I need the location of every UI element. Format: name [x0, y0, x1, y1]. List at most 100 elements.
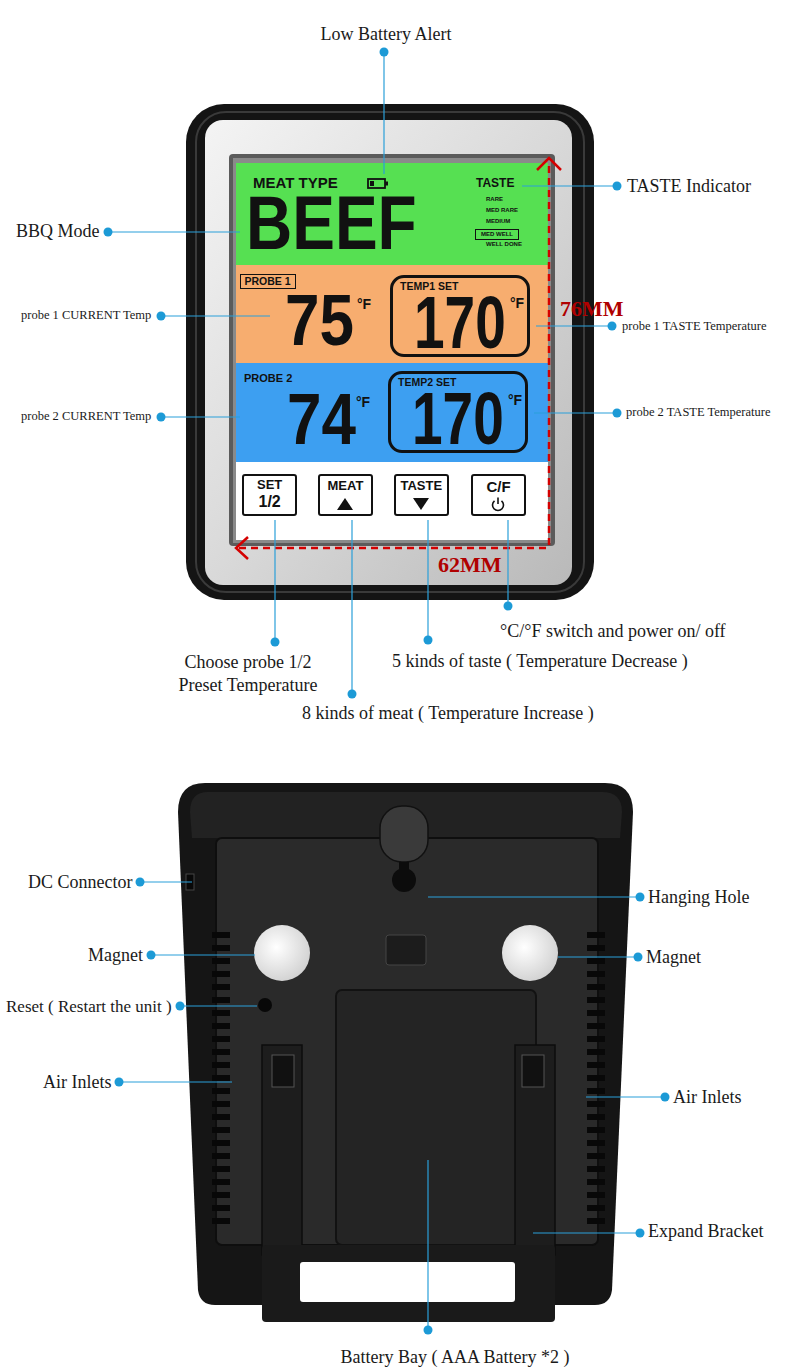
- air-vent: [587, 1010, 605, 1016]
- leader-dot: [157, 413, 166, 422]
- lcd-digits: 75: [285, 291, 354, 349]
- leader-line: [428, 896, 640, 897]
- set-temp-box: TEMP1 SET170 °F: [390, 275, 530, 357]
- leader-dot: [176, 1002, 185, 1011]
- magnet: [254, 925, 310, 981]
- bracket-opening: [300, 1262, 515, 1302]
- dimension-line: [238, 547, 546, 550]
- touch-button: SET1/2: [242, 474, 297, 516]
- taste-level: RARE: [486, 196, 503, 202]
- air-vent: [587, 958, 605, 964]
- leader-dot: [348, 690, 357, 699]
- battery-icon-level: [370, 181, 374, 186]
- callout-label: Choose probe 1/2 Preset Temperature: [168, 651, 328, 696]
- air-vent: [212, 1166, 230, 1172]
- air-vent: [587, 1049, 605, 1055]
- leader-dot: [608, 322, 617, 331]
- set-temp-box: TEMP2 SET170°F: [388, 371, 528, 453]
- taste-selected-box: MED WELL: [475, 229, 519, 240]
- callout-label: 8 kinds of meat ( Temperature Increase ): [302, 702, 594, 725]
- callout-label: 5 kinds of taste ( Temperature Decrease …: [392, 650, 688, 673]
- leader-line: [534, 412, 617, 413]
- leader-line: [161, 416, 240, 417]
- callout-label: Reset ( Restart the unit ): [6, 996, 172, 1017]
- leader-line: [427, 1160, 428, 1330]
- orange-band: [236, 265, 548, 363]
- button-label: TASTE: [401, 479, 443, 492]
- touch-button: C/F: [471, 474, 526, 516]
- blue-band: [236, 363, 548, 462]
- leader-line: [351, 520, 352, 694]
- air-vent: [212, 1140, 230, 1146]
- air-vent: [587, 1114, 605, 1120]
- taste-level: MEDIUM: [486, 218, 510, 224]
- dimension-label: 76MM: [560, 298, 624, 320]
- leader-line: [558, 956, 638, 957]
- air-vent: [587, 1036, 605, 1042]
- air-vent: [587, 1218, 605, 1224]
- leader-line: [274, 520, 275, 642]
- callout-label: BBQ Mode: [16, 220, 100, 243]
- air-vent: [587, 1101, 605, 1107]
- probe-tag: PROBE 1: [240, 274, 295, 289]
- probe-name: PROBE 1: [244, 276, 290, 287]
- leader-dot: [104, 228, 113, 237]
- dimension-arrow: [537, 158, 561, 170]
- leader-dot: [424, 636, 433, 645]
- air-vent: [212, 1192, 230, 1198]
- unit-symbol: °F: [510, 296, 524, 310]
- air-vent: [212, 1023, 230, 1029]
- reset-hole: [258, 998, 272, 1012]
- air-vent: [212, 1075, 230, 1081]
- air-vent: [212, 1218, 230, 1224]
- hanging-slot: [399, 862, 409, 876]
- battery-icon: [368, 179, 385, 188]
- air-vent: [587, 1166, 605, 1172]
- housing-rim: [196, 112, 584, 592]
- leader-line: [586, 1096, 665, 1097]
- taste-level: MED WELL: [481, 231, 513, 237]
- leader-line: [383, 52, 384, 174]
- leader-dot: [636, 893, 645, 902]
- callout-label: TASTE Indicator: [627, 175, 751, 198]
- leader-dot: [424, 1326, 433, 1335]
- air-vent: [587, 984, 605, 990]
- leader-line: [140, 881, 192, 882]
- callout-label: Low Battery Alert: [321, 23, 452, 46]
- lcd-caption: TASTE: [476, 177, 514, 189]
- air-vent: [587, 1205, 605, 1211]
- air-vent: [587, 945, 605, 951]
- lcd-digits: 170: [414, 293, 506, 352]
- leader-line: [536, 325, 612, 326]
- lcd-digits: 170: [412, 389, 504, 448]
- lcd-meat-type: BEEF: [246, 193, 417, 254]
- leader-line: [522, 185, 617, 186]
- callout-label: probe 1 TASTE Temperature: [622, 319, 767, 335]
- callout-label: Magnet: [646, 946, 701, 969]
- callout-label: Magnet: [88, 944, 143, 967]
- button-panel: [236, 462, 548, 540]
- air-vent: [212, 1049, 230, 1055]
- air-vent: [587, 932, 605, 938]
- green-band: [236, 163, 548, 265]
- device-art: [178, 104, 633, 1322]
- air-vent: [212, 984, 230, 990]
- callout-label: Air Inlets: [43, 1071, 111, 1094]
- set-caption: TEMP1 SET: [400, 281, 458, 292]
- air-vent: [587, 1153, 605, 1159]
- callout-label: °C/°F switch and power on/ off: [500, 620, 726, 643]
- button-label: 1/2: [259, 494, 281, 510]
- lcd-probe2-band: PROBE 274°FTEMP2 SET170°F: [236, 363, 548, 462]
- dimension-arrow: [236, 537, 248, 559]
- dimension-line: [548, 166, 551, 546]
- callout-label: probe 1 CURRENT Temp: [21, 308, 151, 324]
- button-label: MEAT: [328, 479, 364, 492]
- air-vent: [587, 1075, 605, 1081]
- taste-level: WELL DONE: [486, 241, 522, 247]
- leader-dot: [661, 1093, 670, 1102]
- leader-line: [108, 231, 240, 232]
- leader-lines: [104, 48, 670, 1335]
- callout-label: Expand Bracket: [648, 1220, 763, 1243]
- callout-label: Air Inlets: [673, 1086, 741, 1109]
